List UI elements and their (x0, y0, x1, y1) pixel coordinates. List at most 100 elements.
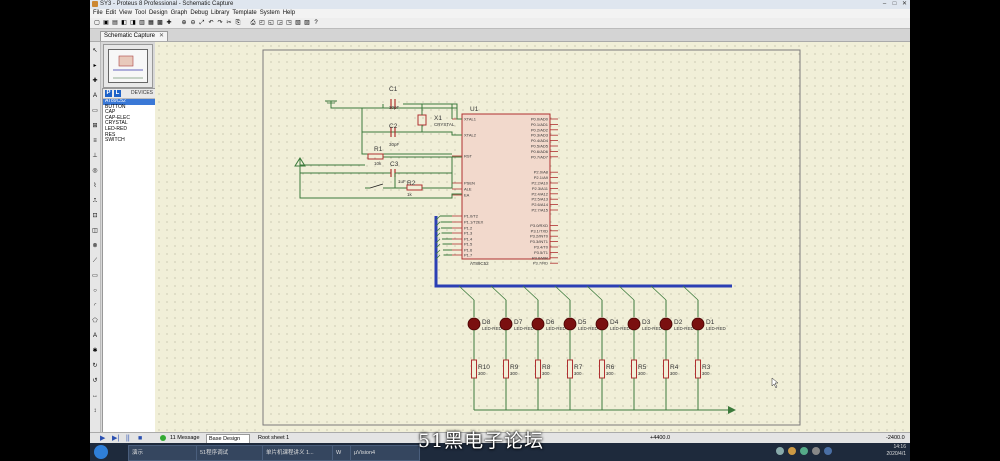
select-icon[interactable]: ↖ (92, 48, 98, 54)
component-icon[interactable]: ▸ (93, 63, 97, 69)
junction-icon[interactable]: ✚ (92, 78, 98, 84)
maximize-icon[interactable]: □ (892, 1, 897, 7)
block-move-icon[interactable]: ◱ (268, 20, 274, 26)
circle-2d-icon[interactable]: ○ (93, 288, 97, 294)
text-script-icon[interactable]: ▭ (92, 108, 98, 114)
device-list-item[interactable]: AT89C52 (103, 98, 155, 105)
taskbar-item[interactable]: μVision4 (350, 445, 420, 461)
pick-icon[interactable]: ▧ (295, 20, 301, 26)
menu-system[interactable]: System (259, 10, 280, 16)
menu-template[interactable]: Template (232, 10, 257, 16)
origin-icon[interactable]: ✚ (166, 20, 172, 26)
mirror-y-icon[interactable]: ↕ (93, 408, 97, 414)
symbol-2d-icon[interactable]: ✱ (92, 348, 98, 354)
menu-library[interactable]: Library (211, 10, 230, 16)
zoom-in-icon[interactable]: ⊕ (181, 20, 187, 26)
device-list-item[interactable]: RES (105, 131, 116, 138)
device-list-item[interactable]: SWITCH (105, 137, 125, 144)
menu-tool[interactable]: Tool (134, 10, 146, 16)
library-button[interactable]: L (114, 90, 121, 97)
device-list-item[interactable]: BUTTON (105, 103, 126, 110)
redo-icon[interactable]: ↷ (217, 20, 223, 26)
c1-ref: C1 (389, 86, 398, 93)
menu-view[interactable]: View (119, 10, 132, 16)
taskbar-item[interactable]: 单片机课程讲义 1... (262, 445, 338, 461)
menu-edit[interactable]: Edit (105, 10, 117, 16)
new-icon[interactable]: ▢ (94, 20, 100, 26)
print-icon[interactable]: ▥ (139, 20, 145, 26)
pause-icon[interactable]: || (126, 435, 130, 442)
mcu-pin-label: P2.3/A11 (532, 186, 549, 191)
paste-icon[interactable]: ⎙ (250, 20, 256, 26)
led-ref: D5 (578, 319, 587, 326)
menu-debug[interactable]: Debug (190, 10, 208, 16)
graph-icon[interactable]: ⌇ (93, 183, 97, 189)
menu-design[interactable]: Design (148, 10, 168, 16)
mirror-x-icon[interactable]: ↔ (92, 393, 98, 399)
area-icon[interactable]: ▦ (148, 20, 154, 26)
close-icon[interactable]: ✕ (901, 1, 908, 7)
cut-icon[interactable]: ✂ (226, 20, 232, 26)
bus-icon[interactable]: ⊞ (92, 123, 98, 129)
stop-icon[interactable]: ■ (138, 435, 143, 442)
wire (403, 131, 462, 136)
tab-schematic-capture[interactable]: Schematic Capture✕ (100, 31, 169, 41)
block-delete-icon[interactable]: ◳ (286, 20, 292, 26)
tray-icon[interactable] (776, 447, 784, 455)
block-rotate-icon[interactable]: ◲ (277, 20, 283, 26)
tape-icon[interactable]: ⎍ (92, 198, 98, 204)
tab-close-icon[interactable]: ✕ (159, 33, 165, 39)
device-list-item[interactable]: LED-RED (105, 125, 127, 132)
messages-count[interactable]: 11 Message (170, 435, 200, 441)
device-list-item[interactable]: CAP-ELEC (105, 114, 131, 121)
block-copy-icon[interactable]: ◰ (259, 20, 265, 26)
clock-date: 2020/4/1 (886, 451, 906, 457)
terminal-icon[interactable]: ⊥ (92, 153, 98, 159)
device-list-item[interactable]: CAP (105, 109, 116, 116)
probe-voltage-icon[interactable]: ◫ (92, 228, 98, 234)
subcircuit-icon[interactable]: ≡ (93, 138, 97, 144)
device-list-item[interactable]: CRYSTAL (105, 120, 128, 127)
rotate-ccw-icon[interactable]: ↺ (92, 378, 98, 384)
minimize-icon[interactable]: – (882, 1, 887, 7)
speaker-icon[interactable] (812, 447, 820, 455)
tray-icon[interactable] (800, 447, 808, 455)
step-icon[interactable]: ▶| (112, 435, 120, 442)
box-2d-icon[interactable]: ▭ (92, 273, 98, 279)
help-icon[interactable]: ? (314, 20, 318, 26)
tray-icon[interactable] (788, 447, 796, 455)
rotate-cw-icon[interactable]: ↻ (92, 363, 98, 369)
clock[interactable]: 14:16 2020/4/1 (887, 444, 906, 458)
text-2d-icon[interactable]: A (92, 333, 97, 339)
path-2d-icon[interactable]: ⬠ (92, 318, 98, 324)
export-icon[interactable]: ◨ (130, 20, 136, 26)
line-2d-icon[interactable]: ⟋ (92, 258, 98, 264)
generator-icon[interactable]: ⊡ (92, 213, 98, 219)
play-icon[interactable]: ▶ (100, 435, 106, 442)
menu-graph[interactable]: Graph (170, 10, 188, 16)
probe-current-icon[interactable]: ⊗ (92, 243, 98, 249)
taskbar-item[interactable]: 演示 (128, 445, 198, 461)
open-icon[interactable]: ▣ (103, 20, 109, 26)
import-icon[interactable]: ◧ (121, 20, 127, 26)
wire-label-icon[interactable]: A (92, 93, 97, 99)
x1-body (417, 114, 427, 126)
start-button[interactable] (94, 445, 108, 459)
menu-file[interactable]: File (93, 10, 103, 16)
grid-icon[interactable]: ▩ (157, 20, 163, 26)
undo-icon[interactable]: ↶ (208, 20, 214, 26)
menu-help[interactable]: Help (282, 10, 296, 16)
arc-2d-icon[interactable]: ◜ (93, 303, 97, 309)
pick-device-button[interactable]: P (105, 90, 112, 97)
taskbar-item[interactable]: 51程序调试 (196, 445, 266, 461)
zoom-all-icon[interactable]: ⤢ (199, 20, 205, 26)
overview-window[interactable] (103, 44, 153, 88)
zoom-out-icon[interactable]: ⊖ (190, 20, 196, 26)
device-pin-icon[interactable]: ◎ (92, 168, 98, 174)
resistor-body (599, 359, 605, 379)
make-device-icon[interactable]: ▨ (304, 20, 310, 26)
copy-icon[interactable]: ⎘ (235, 20, 241, 26)
save-icon[interactable]: ▤ (112, 20, 118, 26)
network-icon[interactable] (824, 447, 832, 455)
